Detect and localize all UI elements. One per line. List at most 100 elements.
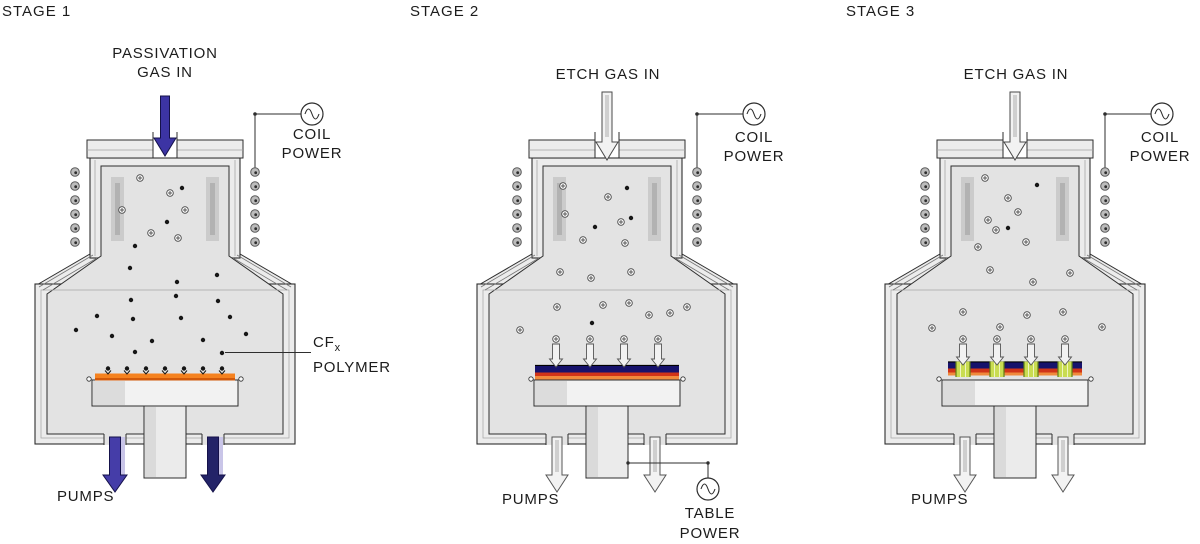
coil-turn-icon — [512, 195, 522, 205]
stage3-gas-label: ETCH GAS IN — [963, 66, 1069, 83]
pump-arrow-core — [1061, 440, 1065, 472]
deposition-species — [104, 366, 226, 375]
ion-symbol — [516, 326, 524, 334]
coil-turn-icon — [692, 167, 702, 177]
etched-trenches — [955, 361, 1073, 377]
ion-bombardment-arrows — [955, 335, 1073, 366]
stage1-gas-label-line2: GAS IN — [137, 64, 193, 81]
ion-symbol — [625, 299, 633, 307]
source-electrode-core — [115, 183, 120, 235]
ion-arrow — [1057, 343, 1073, 366]
flare-line — [236, 254, 292, 288]
chamber-lid — [618, 139, 686, 159]
ion-symbol — [984, 216, 992, 224]
radical-particle — [132, 243, 138, 249]
ion-symbol — [986, 266, 994, 274]
wafer-etch-layer — [948, 368, 1082, 373]
radical-particle — [109, 333, 115, 339]
radical-particle — [178, 315, 184, 321]
wire-junction — [695, 112, 699, 116]
ion-symbol — [1014, 208, 1022, 216]
gas-arrow-core — [1013, 95, 1017, 137]
radical-particle — [624, 185, 630, 191]
coil-turn-icon — [1100, 195, 1110, 205]
table-shade — [535, 381, 567, 405]
ion-symbol — [1061, 335, 1069, 343]
radical-particle — [1034, 182, 1040, 188]
stage3-title: STAGE 3 — [846, 3, 916, 20]
pump-arrow-shadow — [120, 437, 125, 477]
radical-particle — [128, 297, 134, 303]
stage3-coil-power-label: COIL POWER — [1129, 129, 1191, 165]
radical-particle — [227, 314, 233, 320]
wafer-passivation-layer — [948, 362, 1082, 369]
table-pin — [936, 376, 942, 382]
pump-arrow-core — [555, 440, 559, 472]
plasma-region — [46, 165, 284, 435]
wafer-passivation-layer — [535, 366, 679, 373]
induction-coil-left — [512, 167, 522, 247]
source-electrode-core — [210, 183, 215, 235]
coil-turn-icon — [920, 209, 930, 219]
wire-junction — [253, 112, 257, 116]
stage2-coil-power-label: COIL POWER — [723, 129, 785, 165]
coil-turn-icon — [250, 195, 260, 205]
radical-particle — [219, 350, 225, 356]
ion-symbol — [992, 226, 1000, 234]
coil-turn-icon — [70, 223, 80, 233]
radical-particle — [628, 215, 634, 221]
stage1-pumps-label: PUMPS — [57, 488, 115, 505]
pedestal-shade — [995, 407, 1006, 477]
flare-line — [888, 254, 944, 288]
flare-line — [674, 257, 730, 291]
coil-turn-icon — [512, 209, 522, 219]
radical-particle — [215, 298, 221, 304]
coil-turn-icon — [70, 237, 80, 247]
ion-symbol — [645, 311, 653, 319]
ion-symbol — [621, 239, 629, 247]
ion-symbol — [166, 189, 174, 197]
coil-turn-icon — [512, 223, 522, 233]
ion-arrow — [650, 343, 666, 368]
stage2-table-power-label: TABLE POWER — [679, 505, 741, 542]
radical-particle — [149, 338, 155, 344]
flare-line — [484, 257, 540, 291]
gas-arrow-core — [605, 95, 609, 137]
pump-arrow-left — [102, 436, 128, 493]
ion-symbol — [683, 303, 691, 311]
coil-turn-icon — [70, 195, 80, 205]
coil-turn-icon — [1100, 167, 1110, 177]
flare-line — [480, 254, 536, 288]
radical-particle — [173, 293, 179, 299]
flare-line — [678, 254, 734, 288]
ion-symbol — [579, 236, 587, 244]
ion-symbol — [1022, 238, 1030, 246]
ion-symbol — [959, 308, 967, 316]
ion-symbol — [993, 335, 1001, 343]
ion-symbol — [1098, 323, 1106, 331]
induction-coil-right — [692, 167, 702, 247]
plasma-particles — [516, 182, 691, 334]
coil-turn-icon — [512, 167, 522, 177]
wafer-etch-layer-light — [535, 376, 679, 380]
wafer-polymer-layer — [95, 373, 235, 378]
induction-coil-left — [70, 167, 80, 247]
wire-junction — [1103, 112, 1107, 116]
ion-symbol — [1023, 311, 1031, 319]
radical-particle — [243, 331, 249, 337]
stage1-coil-power-label: COIL POWER — [281, 126, 343, 162]
ion-symbol — [1004, 194, 1012, 202]
pump-arrow-shadow — [218, 437, 223, 477]
radical-particle — [127, 265, 133, 271]
coil-turn-icon — [692, 237, 702, 247]
ion-symbol — [981, 174, 989, 182]
coil-turn-icon — [920, 237, 930, 247]
ion-symbol — [666, 309, 674, 317]
coil-turn-icon — [250, 223, 260, 233]
radical-particle — [592, 224, 598, 230]
coil-turn-icon — [692, 181, 702, 191]
coil-turn-icon — [920, 181, 930, 191]
ion-arrow — [616, 343, 632, 368]
